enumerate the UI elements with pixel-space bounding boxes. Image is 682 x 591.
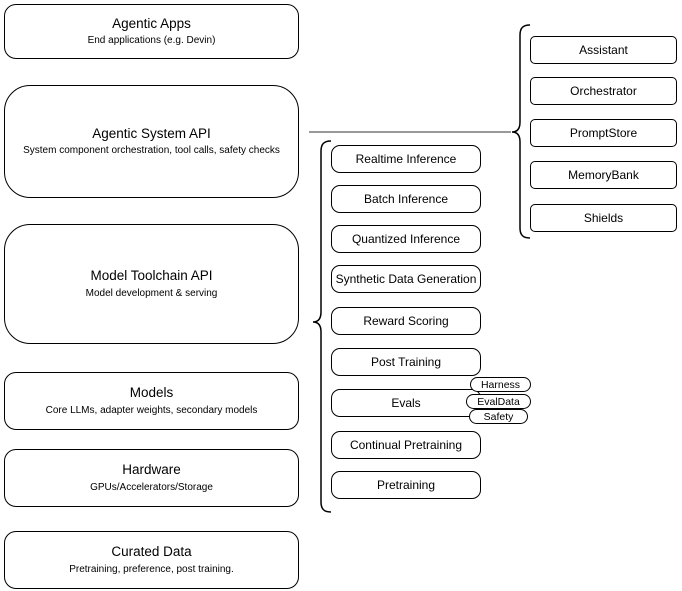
node-subtitle: Pretraining, preference, post training. (69, 563, 234, 575)
node-pretraining: Pretraining (331, 471, 481, 499)
node-models: Models Core LLMs, adapter weights, secon… (4, 372, 299, 430)
system-components-brace (511, 24, 531, 239)
node-evals: Evals (331, 389, 481, 417)
node-realtime-inference: Realtime Inference (331, 145, 481, 173)
node-title: Agentic Apps (112, 15, 191, 31)
eval-tag-evaldata: EvalData (466, 394, 531, 409)
node-promptstore: PromptStore (530, 119, 677, 147)
toolchain-brace (312, 140, 332, 513)
eval-tag-safety: Safety (469, 409, 528, 424)
node-subtitle: System component orchestration, tool cal… (23, 145, 280, 157)
node-title: Models (129, 385, 174, 401)
node-memorybank: MemoryBank (530, 161, 677, 189)
node-title: Curated Data (111, 544, 192, 560)
node-agentic-system-api: Agentic System API System component orch… (4, 85, 299, 198)
node-subtitle: Model development & serving (85, 287, 218, 299)
node-hardware: Hardware GPUs/Accelerators/Storage (4, 449, 299, 507)
node-synthetic-data-generation: Synthetic Data Generation (331, 265, 481, 293)
node-title: Model Toolchain API (90, 268, 213, 284)
node-assistant: Assistant (530, 36, 677, 64)
node-model-toolchain-api: Model Toolchain API Model development & … (4, 224, 299, 344)
node-reward-scoring: Reward Scoring (331, 307, 481, 335)
node-agentic-apps: Agentic Apps End applications (e.g. Devi… (4, 4, 299, 59)
node-quantized-inference: Quantized Inference (331, 225, 481, 253)
node-curated-data: Curated Data Pretraining, preference, po… (4, 531, 299, 589)
eval-tag-harness: Harness (470, 377, 531, 392)
node-subtitle: Core LLMs, adapter weights, secondary mo… (45, 404, 258, 416)
node-title: Hardware (122, 462, 181, 478)
node-orchestrator: Orchestrator (530, 77, 677, 105)
node-continual-pretraining: Continual Pretraining (331, 431, 481, 459)
node-batch-inference: Batch Inference (331, 185, 481, 213)
node-title: Agentic System API (92, 125, 211, 141)
node-subtitle: End applications (e.g. Devin) (87, 35, 216, 47)
node-subtitle: GPUs/Accelerators/Storage (90, 481, 213, 493)
node-shields: Shields (530, 204, 677, 232)
node-post-training: Post Training (331, 348, 481, 376)
